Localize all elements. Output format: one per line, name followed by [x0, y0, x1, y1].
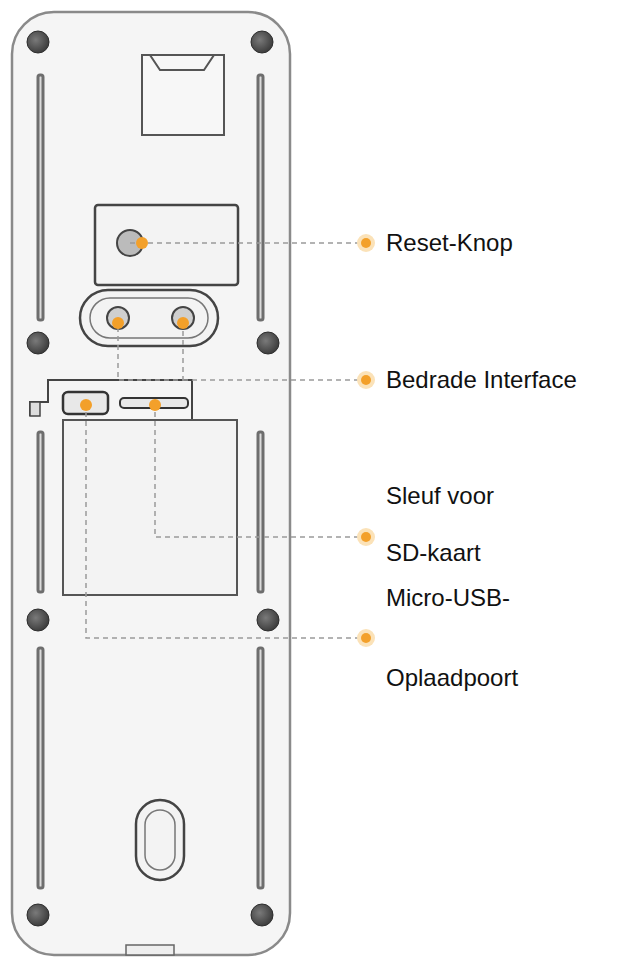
- part-label: Micro-USB- Oplaadpoort: [386, 558, 546, 718]
- callout-dots: [80, 237, 189, 411]
- screws: [27, 31, 279, 926]
- part-label: Reset-Knop: [386, 228, 513, 258]
- housing: [12, 12, 290, 955]
- leader-lines: [86, 243, 360, 638]
- mount-slot-rim: [145, 810, 175, 870]
- part-label: Bedrade Interface: [386, 365, 577, 395]
- micro-usb-port: [63, 392, 108, 414]
- cover-plate: [63, 420, 237, 595]
- label-dots: [357, 234, 375, 647]
- mount-slot: [136, 800, 184, 880]
- port-bay: [30, 380, 237, 595]
- top-tab: [142, 55, 224, 135]
- terminal: [172, 307, 194, 329]
- wired-interface: [80, 290, 218, 346]
- wired-interface-rim: [90, 298, 208, 338]
- side-slots: [38, 75, 263, 888]
- bottom-notch: [126, 945, 174, 955]
- reset-panel: [95, 205, 238, 285]
- terminal: [107, 307, 129, 329]
- part-label: Sleuf voor SD-kaart: [386, 467, 536, 581]
